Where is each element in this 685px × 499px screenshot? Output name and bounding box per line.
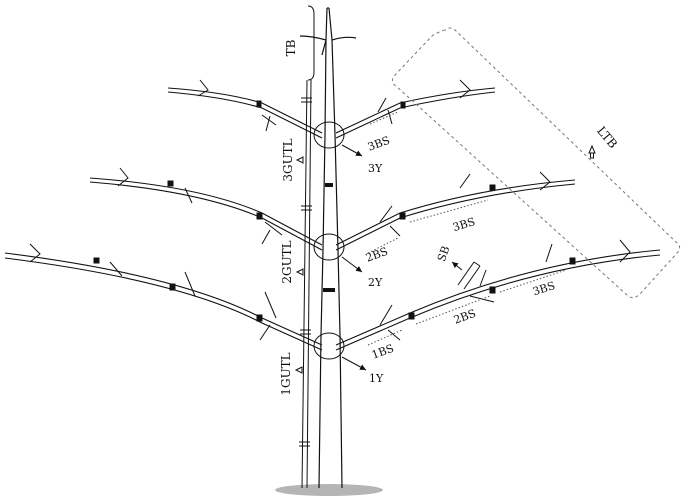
ltb-frame <box>391 27 681 299</box>
label-3bs-mid: 3BS <box>451 215 476 234</box>
sb-arrow <box>451 261 463 271</box>
label-3gutl: 3GUTL <box>281 138 295 181</box>
label-2bs-mid: 2BS <box>364 245 390 265</box>
trunk-nodes <box>323 183 335 292</box>
node-circle-mid <box>313 233 345 261</box>
branch-mid-right <box>335 179 576 251</box>
branch-mid-left <box>89 177 323 251</box>
label-sb: SB <box>435 244 453 263</box>
branch-low-right <box>335 249 661 351</box>
pole-ticks <box>299 97 312 447</box>
sb-shoot <box>457 261 481 290</box>
branch-low-left <box>4 252 323 351</box>
label-3bs-top: 3BS <box>366 134 392 154</box>
label-tb: TB <box>284 39 298 56</box>
branch-top-left <box>167 87 323 139</box>
buds-mid <box>117 167 551 245</box>
label-3bs-low: 3BS <box>531 279 557 298</box>
support-pole <box>301 79 312 489</box>
branch-top-right <box>335 87 496 139</box>
node-circle-low <box>313 332 345 360</box>
ltb-arrow <box>588 144 596 159</box>
label-ltb: LTB <box>594 124 620 151</box>
label-3y: 3Y <box>368 162 383 175</box>
ground-shadow <box>275 484 383 496</box>
label-1bs: 1BS <box>370 342 396 362</box>
trunk <box>318 7 343 489</box>
segment-brackets <box>367 111 567 346</box>
buds-top <box>197 79 471 132</box>
year-arrows <box>341 144 367 371</box>
label-1gutl: 1GUTL <box>279 352 293 395</box>
tb-bracket <box>307 5 315 81</box>
label-2bs-low: 2BS <box>452 307 478 327</box>
label-2gutl: 2GUTL <box>280 240 294 283</box>
node-circle-top <box>313 121 345 149</box>
gutl-arrows <box>294 156 304 374</box>
top-leaders <box>299 35 357 56</box>
label-2y: 2Y <box>368 276 383 289</box>
label-1y: 1Y <box>369 372 384 385</box>
